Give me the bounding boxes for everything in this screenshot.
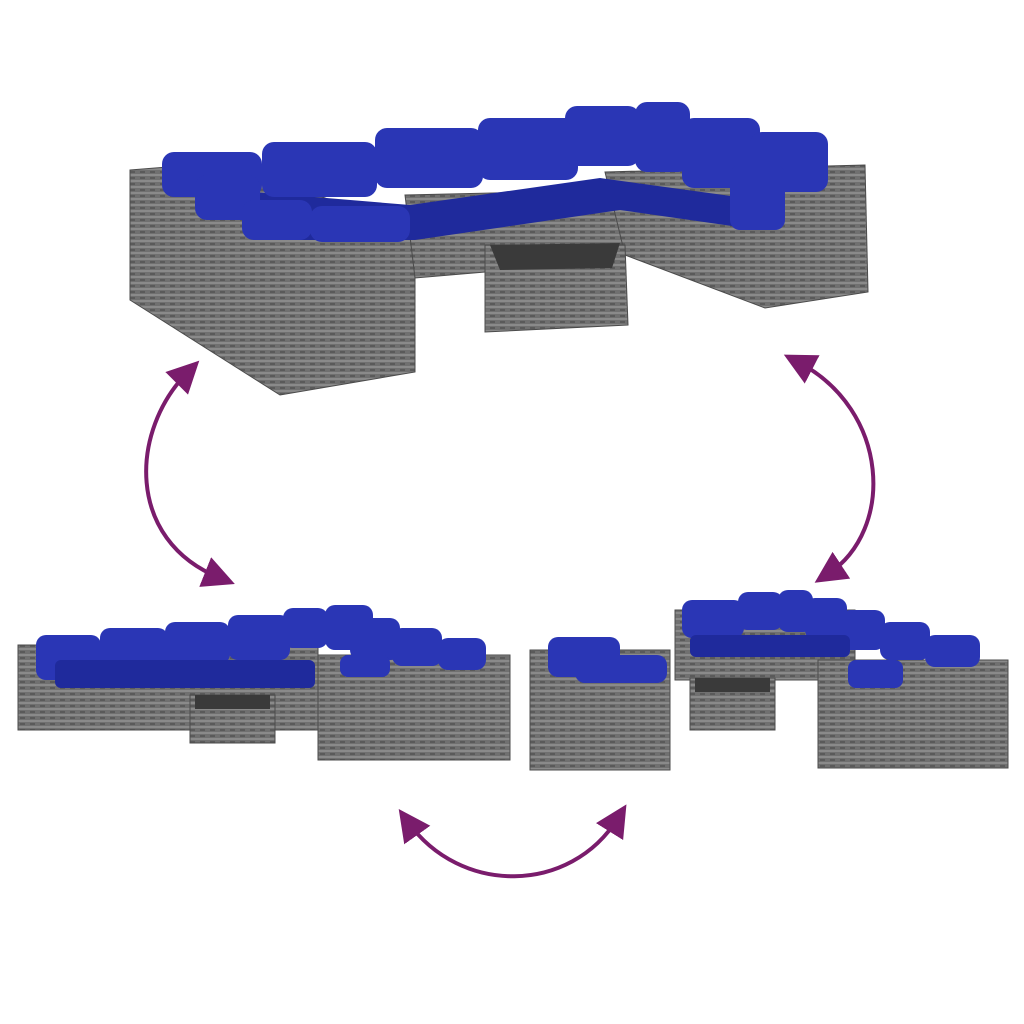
glass-top	[695, 678, 770, 692]
cushions	[36, 605, 486, 688]
full-u-shaped-sofa-set	[129, 102, 869, 396]
split-configuration-left	[17, 605, 511, 761]
back-cushions	[162, 102, 828, 242]
glass-top	[490, 243, 620, 270]
chair-cushions	[548, 637, 667, 683]
glass-top	[195, 695, 270, 709]
right-double-arrow	[783, 354, 876, 583]
left-double-arrow	[144, 360, 235, 587]
split-configuration-right	[529, 590, 1009, 771]
bottom-double-arrow	[398, 804, 627, 879]
cushions	[682, 590, 980, 688]
corner-sofa-block	[817, 659, 1009, 769]
